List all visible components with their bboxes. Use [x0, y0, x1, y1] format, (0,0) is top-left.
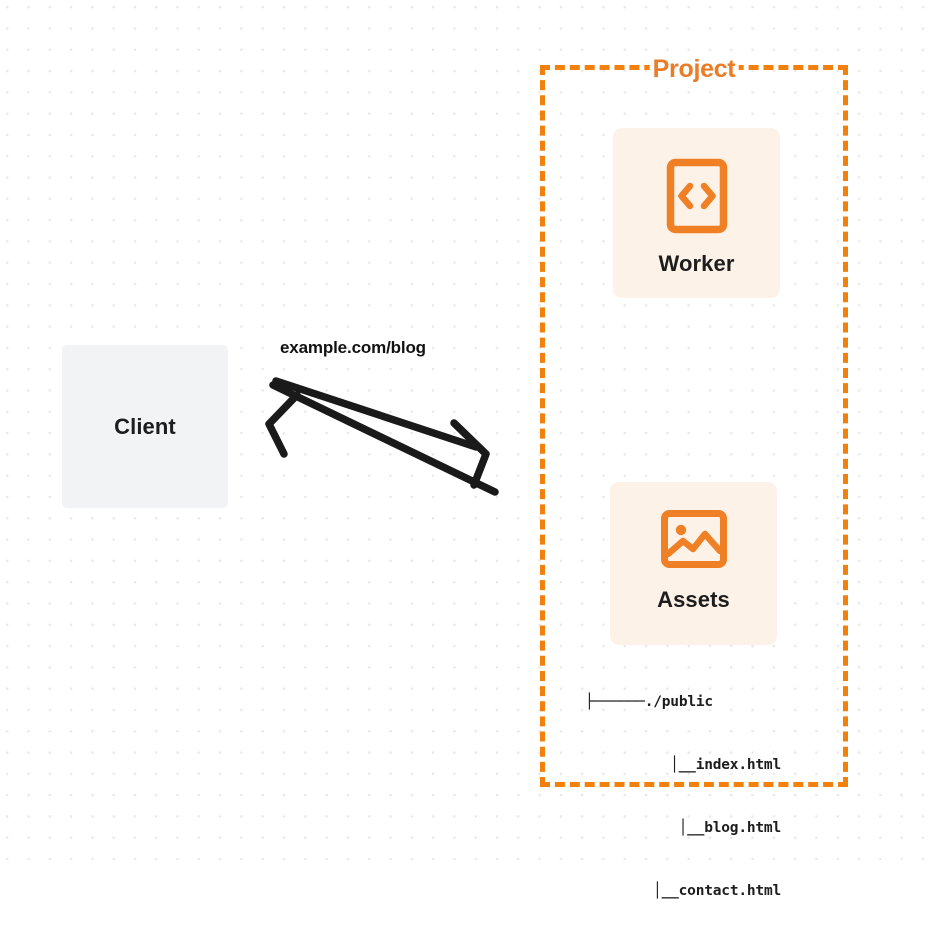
node-client[interactable]: Client — [62, 345, 228, 508]
tree-branch-glyph: │__ — [670, 757, 696, 773]
edge-label-url: example.com/blog — [280, 338, 426, 357]
project-boundary: Project — [540, 54, 848, 787]
file-tree-row: │__contact.html — [585, 881, 781, 902]
tree-branch-glyph: │__ — [678, 820, 705, 836]
node-worker[interactable]: Worker — [613, 128, 780, 298]
tree-entry-name: index.html — [695, 757, 782, 773]
tree-branch-glyph: ├────── — [585, 694, 645, 710]
node-client-label: Client — [114, 413, 176, 439]
project-title-label: Project — [649, 54, 739, 84]
code-brackets-icon — [666, 158, 727, 234]
tree-entry-name: blog.html — [704, 820, 781, 836]
node-assets[interactable]: Assets — [610, 482, 777, 645]
file-tree-row: │__index.html — [585, 755, 781, 776]
file-tree-row: │__blog.html — [585, 818, 782, 839]
node-worker-label: Worker — [658, 251, 735, 276]
tree-branch-glyph: │__ — [653, 883, 679, 899]
file-tree-row: ├──────./public — [585, 692, 781, 713]
tree-entry-name: contact.html — [678, 883, 782, 899]
node-assets-label: Assets — [657, 587, 730, 612]
diagram-canvas: Client example.com/blog Project Worker — [0, 0, 938, 899]
image-landscape-icon — [660, 510, 727, 568]
response-arrow — [265, 377, 480, 458]
request-arrow — [269, 381, 499, 496]
tree-entry-name: ./public — [644, 694, 713, 710]
assets-file-tree: ├──────./public │__index.html │__blog.ht… — [585, 650, 781, 944]
